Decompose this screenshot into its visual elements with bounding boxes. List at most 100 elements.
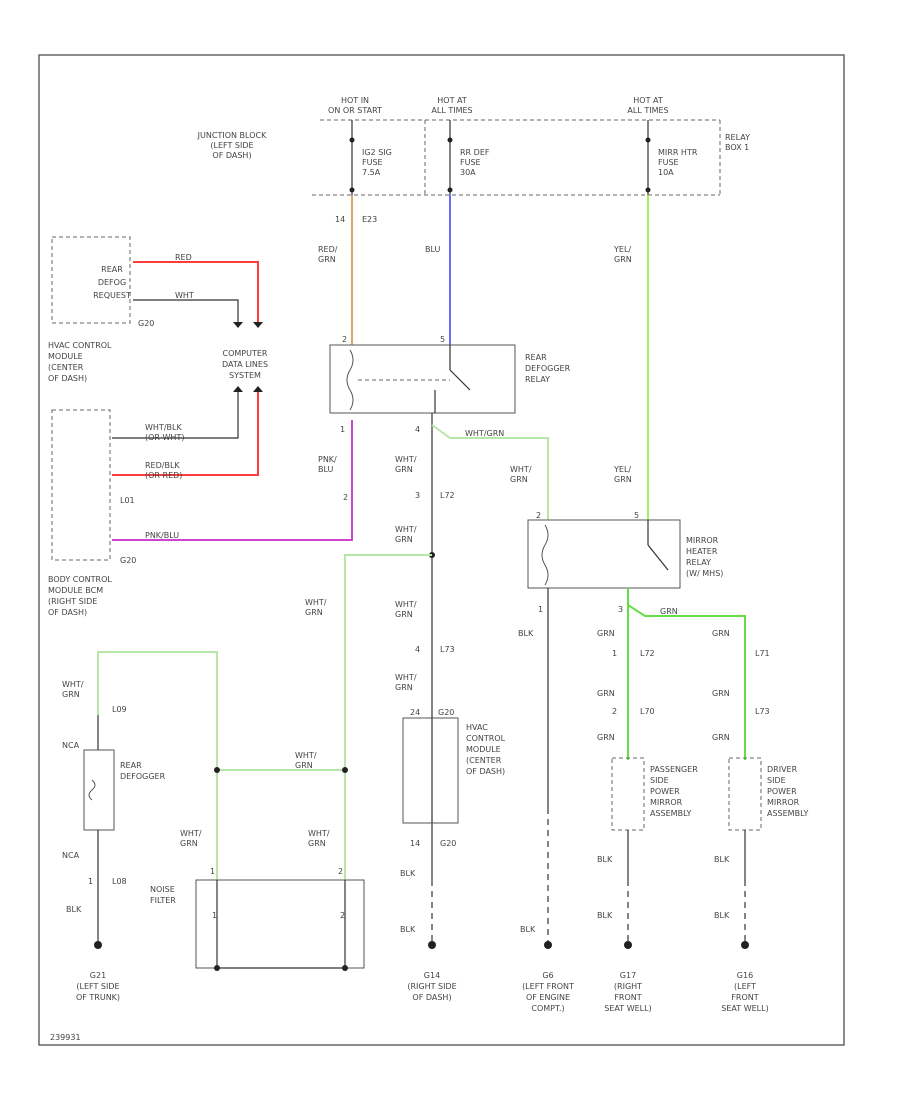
svg-text:(W/ MHS): (W/ MHS) [686, 569, 723, 578]
passenger-mirror-label: PASSENGER SIDE POWER MIRROR ASSEMBLY [650, 765, 698, 818]
svg-text:SEAT WELL): SEAT WELL) [604, 1004, 651, 1013]
svg-text:GRN: GRN [712, 689, 730, 698]
svg-text:7.5A: 7.5A [362, 168, 381, 177]
svg-text:GRN: GRN [295, 761, 313, 770]
svg-text:L73: L73 [440, 645, 455, 654]
svg-text:3: 3 [415, 491, 420, 500]
wire-grn-driver [627, 604, 746, 760]
svg-text:POWER: POWER [767, 787, 797, 796]
ground-g21: G21 (LEFT SIDE OF TRUNK) [76, 971, 120, 1002]
rear-defogger-relay-label: REAR DEFOGGER RELAY [525, 353, 571, 384]
svg-text:(RIGHT SIDE: (RIGHT SIDE [407, 982, 456, 991]
svg-text:RED/BLK: RED/BLK [145, 461, 180, 470]
svg-text:L08: L08 [112, 877, 127, 886]
svg-text:L71: L71 [755, 649, 770, 658]
svg-text:GRN: GRN [305, 608, 323, 617]
svg-text:RR DEF: RR DEF [460, 148, 490, 157]
svg-text:GRN: GRN [318, 255, 336, 264]
svg-text:DEFOGGER: DEFOGGER [120, 772, 166, 781]
svg-text:GRN: GRN [62, 690, 80, 699]
hvac-module-top-box [51, 236, 131, 324]
svg-text:WHT/: WHT/ [180, 829, 202, 838]
svg-text:REAR: REAR [101, 265, 123, 274]
svg-text:SEAT WELL): SEAT WELL) [721, 1004, 768, 1013]
power-feed-batt-2: HOT AT ALL TIMES [627, 96, 668, 115]
svg-text:MODULE: MODULE [466, 745, 501, 754]
fuse-ign: IG2 SIG FUSE 7.5A [362, 148, 392, 177]
svg-text:POWER: POWER [650, 787, 680, 796]
svg-text:WHT/: WHT/ [62, 680, 84, 689]
svg-text:REAR: REAR [525, 353, 547, 362]
svg-text:PNK/: PNK/ [318, 455, 337, 464]
svg-text:(OR RED): (OR RED) [145, 471, 182, 480]
svg-text:1: 1 [538, 605, 543, 614]
ground-g6: G6 (LEFT FRONT OF ENGINE COMPT.) [522, 971, 574, 1013]
driver-mirror-box [728, 757, 762, 831]
svg-text:WHT/BLK: WHT/BLK [145, 423, 182, 432]
svg-text:GRN: GRN [614, 255, 632, 264]
svg-text:FUSE: FUSE [362, 158, 383, 167]
rear-defogger-relay-box [329, 344, 516, 414]
svg-text:RED/: RED/ [318, 245, 338, 254]
noise-filter-label: NOISE FILTER [150, 885, 176, 905]
hvac-top-label: HVAC CONTROL MODULE (CENTER OF DASH) [48, 341, 112, 383]
svg-text:DEFOGGER: DEFOGGER [525, 364, 571, 373]
svg-text:(OR WHT): (OR WHT) [145, 433, 184, 442]
svg-text:5: 5 [440, 335, 445, 344]
svg-text:DEFOG: DEFOG [98, 278, 126, 287]
svg-text:G14: G14 [424, 971, 440, 980]
svg-text:GRN: GRN [395, 610, 413, 619]
wire-red-top [133, 261, 259, 322]
svg-text:HOT AT: HOT AT [633, 96, 663, 105]
svg-text:ALL TIMES: ALL TIMES [431, 106, 472, 115]
svg-text:L70: L70 [640, 707, 655, 716]
svg-text:GRN: GRN [614, 475, 632, 484]
svg-text:(LEFT SIDE: (LEFT SIDE [76, 982, 119, 991]
svg-text:FRONT: FRONT [614, 993, 641, 1002]
svg-text:BOX 1: BOX 1 [725, 143, 749, 152]
svg-text:MIRR HTR: MIRR HTR [658, 148, 698, 157]
svg-text:2: 2 [340, 911, 345, 920]
svg-text:4: 4 [415, 645, 420, 654]
svg-text:GRN: GRN [308, 839, 326, 848]
svg-text:REAR: REAR [120, 761, 142, 770]
power-feed-batt-1: HOT AT ALL TIMES [431, 96, 472, 115]
svg-text:CONTROL: CONTROL [466, 734, 506, 743]
svg-text:2: 2 [342, 335, 347, 344]
svg-text:BLU: BLU [318, 465, 334, 474]
svg-text:GRN: GRN [712, 629, 730, 638]
svg-text:OF TRUNK): OF TRUNK) [76, 993, 120, 1002]
svg-text:PNK/BLU: PNK/BLU [145, 531, 179, 540]
mirror-heater-relay-box [527, 519, 681, 589]
svg-text:GRN: GRN [597, 629, 615, 638]
svg-text:SIDE: SIDE [767, 776, 786, 785]
fuse-rear-defog: RR DEF FUSE 30A [460, 148, 490, 177]
svg-text:WHT/: WHT/ [295, 751, 317, 760]
svg-text:L72: L72 [440, 491, 455, 500]
svg-text:PASSENGER: PASSENGER [650, 765, 698, 774]
svg-text:HOT IN: HOT IN [341, 96, 369, 105]
svg-text:WHT/: WHT/ [308, 829, 330, 838]
svg-text:2: 2 [612, 707, 617, 716]
svg-text:G21: G21 [90, 971, 106, 980]
wire-red-blk [112, 392, 259, 476]
svg-text:YEL/: YEL/ [613, 245, 631, 254]
svg-text:WHT/: WHT/ [395, 455, 417, 464]
svg-text:MIRROR: MIRROR [650, 798, 683, 807]
svg-text:IG2 SIG: IG2 SIG [362, 148, 392, 157]
svg-text:NCA: NCA [62, 851, 80, 860]
svg-text:FILTER: FILTER [150, 896, 176, 905]
svg-text:G20: G20 [440, 839, 456, 848]
svg-text:(LEFT: (LEFT [734, 982, 756, 991]
svg-text:3: 3 [618, 605, 623, 614]
power-feed-ign: HOT IN ON OR START [328, 96, 382, 115]
relay-box-label: RELAY BOX 1 [725, 133, 750, 152]
svg-text:4: 4 [415, 425, 420, 434]
svg-text:L09: L09 [112, 705, 127, 714]
svg-text:SYSTEM: SYSTEM [229, 371, 261, 380]
svg-text:G20: G20 [120, 556, 136, 565]
svg-text:MIRROR: MIRROR [767, 798, 800, 807]
svg-text:(CENTER: (CENTER [466, 756, 502, 765]
svg-text:YEL/: YEL/ [613, 465, 631, 474]
svg-text:1: 1 [88, 877, 93, 886]
